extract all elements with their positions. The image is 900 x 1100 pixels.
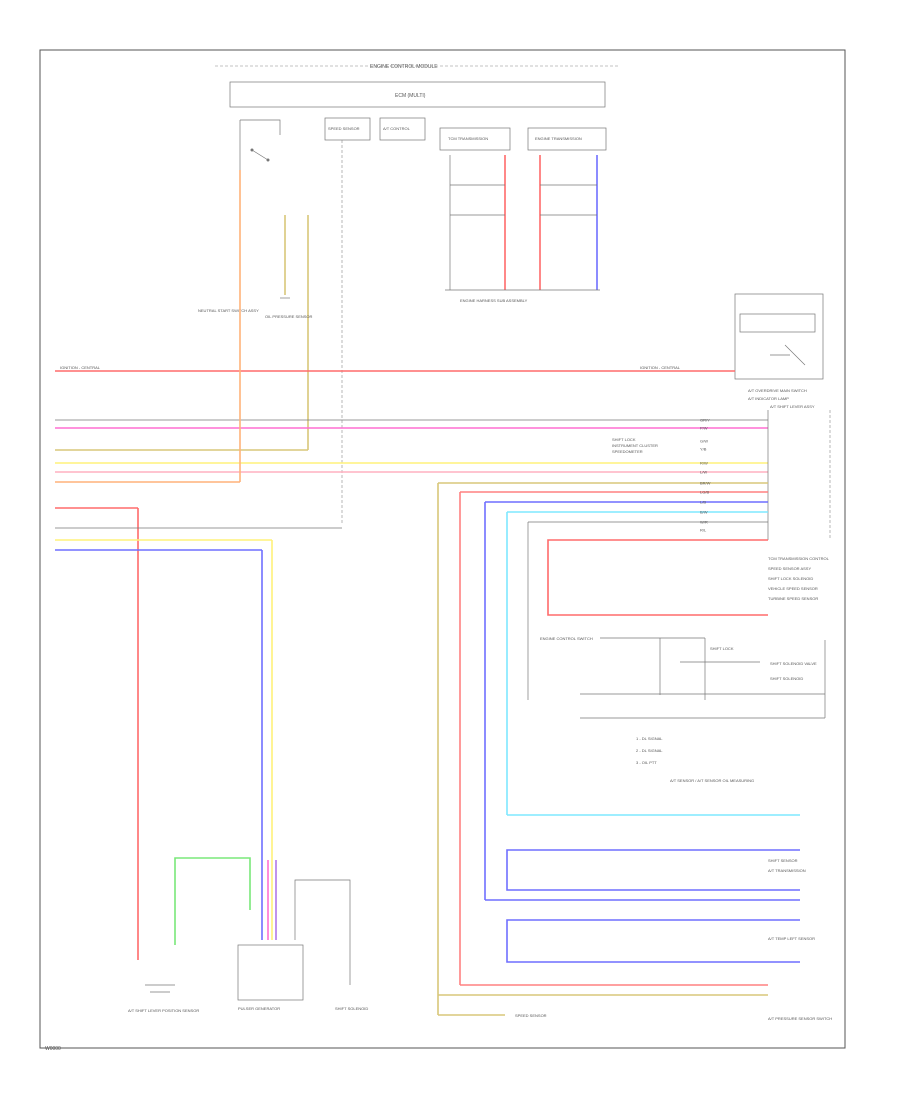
wire-code-tag: LG/B bbox=[700, 490, 709, 495]
shift-lever-sensor bbox=[145, 984, 175, 993]
gauge-label-3: SPEEDOMETER bbox=[612, 449, 643, 454]
sub-block-engine-label: ENGINE TRANSMISSION bbox=[535, 136, 582, 141]
gauge-label-1: SHIFT LOCK bbox=[612, 437, 636, 442]
sub-block-tcm-label: TCM TRANSMISSION bbox=[448, 136, 488, 141]
wire-code-tag: G/W bbox=[700, 439, 708, 444]
ecm-module-box bbox=[229, 81, 606, 108]
switch-pin-a bbox=[250, 148, 254, 152]
neutral-start-label-1: NEUTRAL START SWITCH ASSY bbox=[198, 308, 259, 313]
wire-code-tag: BR/W bbox=[700, 481, 711, 486]
at-overdrive-inner bbox=[739, 313, 816, 333]
right-stack-label-2: SPEED SENSOR ASSY bbox=[768, 566, 811, 571]
header-label: ENGINE CONTROL MODULE bbox=[370, 64, 438, 70]
sub-block-tcm bbox=[439, 127, 511, 151]
solenoid-loop bbox=[294, 879, 351, 985]
harness-label: ENGINE HARNESS SUB ASSEMBLY bbox=[460, 298, 528, 303]
at-indicator-label: A/T INDICATOR LAMP bbox=[748, 396, 789, 401]
wire-code-tag: B/W bbox=[700, 510, 708, 515]
switch-pin-b bbox=[266, 158, 270, 162]
diagram-frame bbox=[39, 49, 846, 1049]
wire-code-tag: P/W bbox=[700, 426, 708, 431]
right-stack-label-3: SHIFT LOCK SOLENOID bbox=[768, 576, 813, 581]
ecm-module-label: ECM (MULTI) bbox=[395, 93, 426, 99]
gauge-label-2: INSTRUMENT CLUSTER bbox=[612, 443, 658, 448]
right-stack-label-1: TCM TRANSMISSION CONTROL bbox=[768, 556, 830, 561]
speed-sensor-label: SPEED SENSOR bbox=[515, 1013, 547, 1018]
mid-right-label-4: SHIFT SOLENOID bbox=[770, 676, 803, 681]
loop-red bbox=[547, 539, 768, 616]
lower-right-label-4: A/T PRESSURE SENSOR SWITCH bbox=[768, 1016, 832, 1021]
at-overdrive-box bbox=[734, 293, 824, 380]
sub-block-speed-label: SPEED SENSOR bbox=[328, 126, 360, 131]
top-left-switch bbox=[239, 119, 281, 170]
legend-item-1: 1 - DL SIGNAL bbox=[636, 736, 663, 741]
mid-right-label-1: ENGINE CONTROL SWITCH bbox=[540, 636, 593, 641]
pulser-label: PULSER GENERATOR bbox=[238, 1006, 280, 1011]
right-stack-label-4: VEHICLE SPEED SENSOR bbox=[768, 586, 818, 591]
wire-code-tag: R/W bbox=[700, 461, 708, 466]
bus-red-label-left: IGNITION - CENTRAL bbox=[60, 365, 101, 370]
sub-block-at-label: A/T CONTROL bbox=[383, 126, 411, 131]
wire-code-tag: Y/B bbox=[700, 447, 707, 452]
oil-pressure-label: OIL PRESSURE SENSOR bbox=[265, 314, 313, 319]
bus-red-label-right: IGNITION - CENTRAL bbox=[640, 365, 681, 370]
right-stack-label-5: TURBINE SPEED SENSOR bbox=[768, 596, 818, 601]
wire-code-tags: GR/Y P/W G/W Y/B R/W L/W BR/W LG/B L/B B/W W/R R/L bbox=[700, 418, 711, 533]
wire-code-tag: GR/Y bbox=[700, 418, 710, 423]
wire-code-tag: L/B bbox=[700, 500, 706, 505]
shift-lever-sensor-label: A/T SHIFT LEVER POSITION SENSOR bbox=[128, 1008, 199, 1013]
blue-loop-1 bbox=[506, 849, 800, 891]
legend-item-3: 3 - OIL PTT bbox=[636, 760, 657, 765]
pulser-box bbox=[237, 944, 304, 1001]
sub-block-at bbox=[379, 117, 426, 141]
wire-code-tag: L/W bbox=[700, 470, 707, 475]
right-connector-label: A/T SHIFT LEVER ASSY bbox=[770, 404, 815, 409]
mid-right-label-3: SHIFT SOLENOID VALVE bbox=[770, 661, 817, 666]
lower-right-label-3: A/T TEMP LEFT SENSOR bbox=[768, 936, 815, 941]
mid-caption: A/T SENSOR / A/T SENSOR OIL MEASURING bbox=[670, 778, 754, 783]
corner-tag: W0000 bbox=[45, 1046, 61, 1052]
mid-right-label-2: SHIFT LOCK bbox=[710, 646, 734, 651]
legend-item-2: 2 - DL SIGNAL bbox=[636, 748, 663, 753]
lower-right-label-2: A/T TRANSMISSION bbox=[768, 868, 806, 873]
blue-loop-2 bbox=[506, 919, 800, 963]
at-overdrive-switch bbox=[770, 344, 806, 366]
sub-block-engine bbox=[527, 127, 607, 151]
sub-block-speed bbox=[324, 117, 371, 141]
wire-code-tag: W/R bbox=[700, 520, 708, 525]
at-overdrive-label: A/T OVERDRIVE MAIN SWITCH bbox=[748, 388, 807, 393]
wire-code-tag: R/L bbox=[700, 528, 707, 533]
green-loop bbox=[174, 857, 251, 945]
lower-right-label-1: SHIFT SENSOR bbox=[768, 858, 798, 863]
solenoid-label: SHIFT SOLENOID bbox=[335, 1006, 368, 1011]
